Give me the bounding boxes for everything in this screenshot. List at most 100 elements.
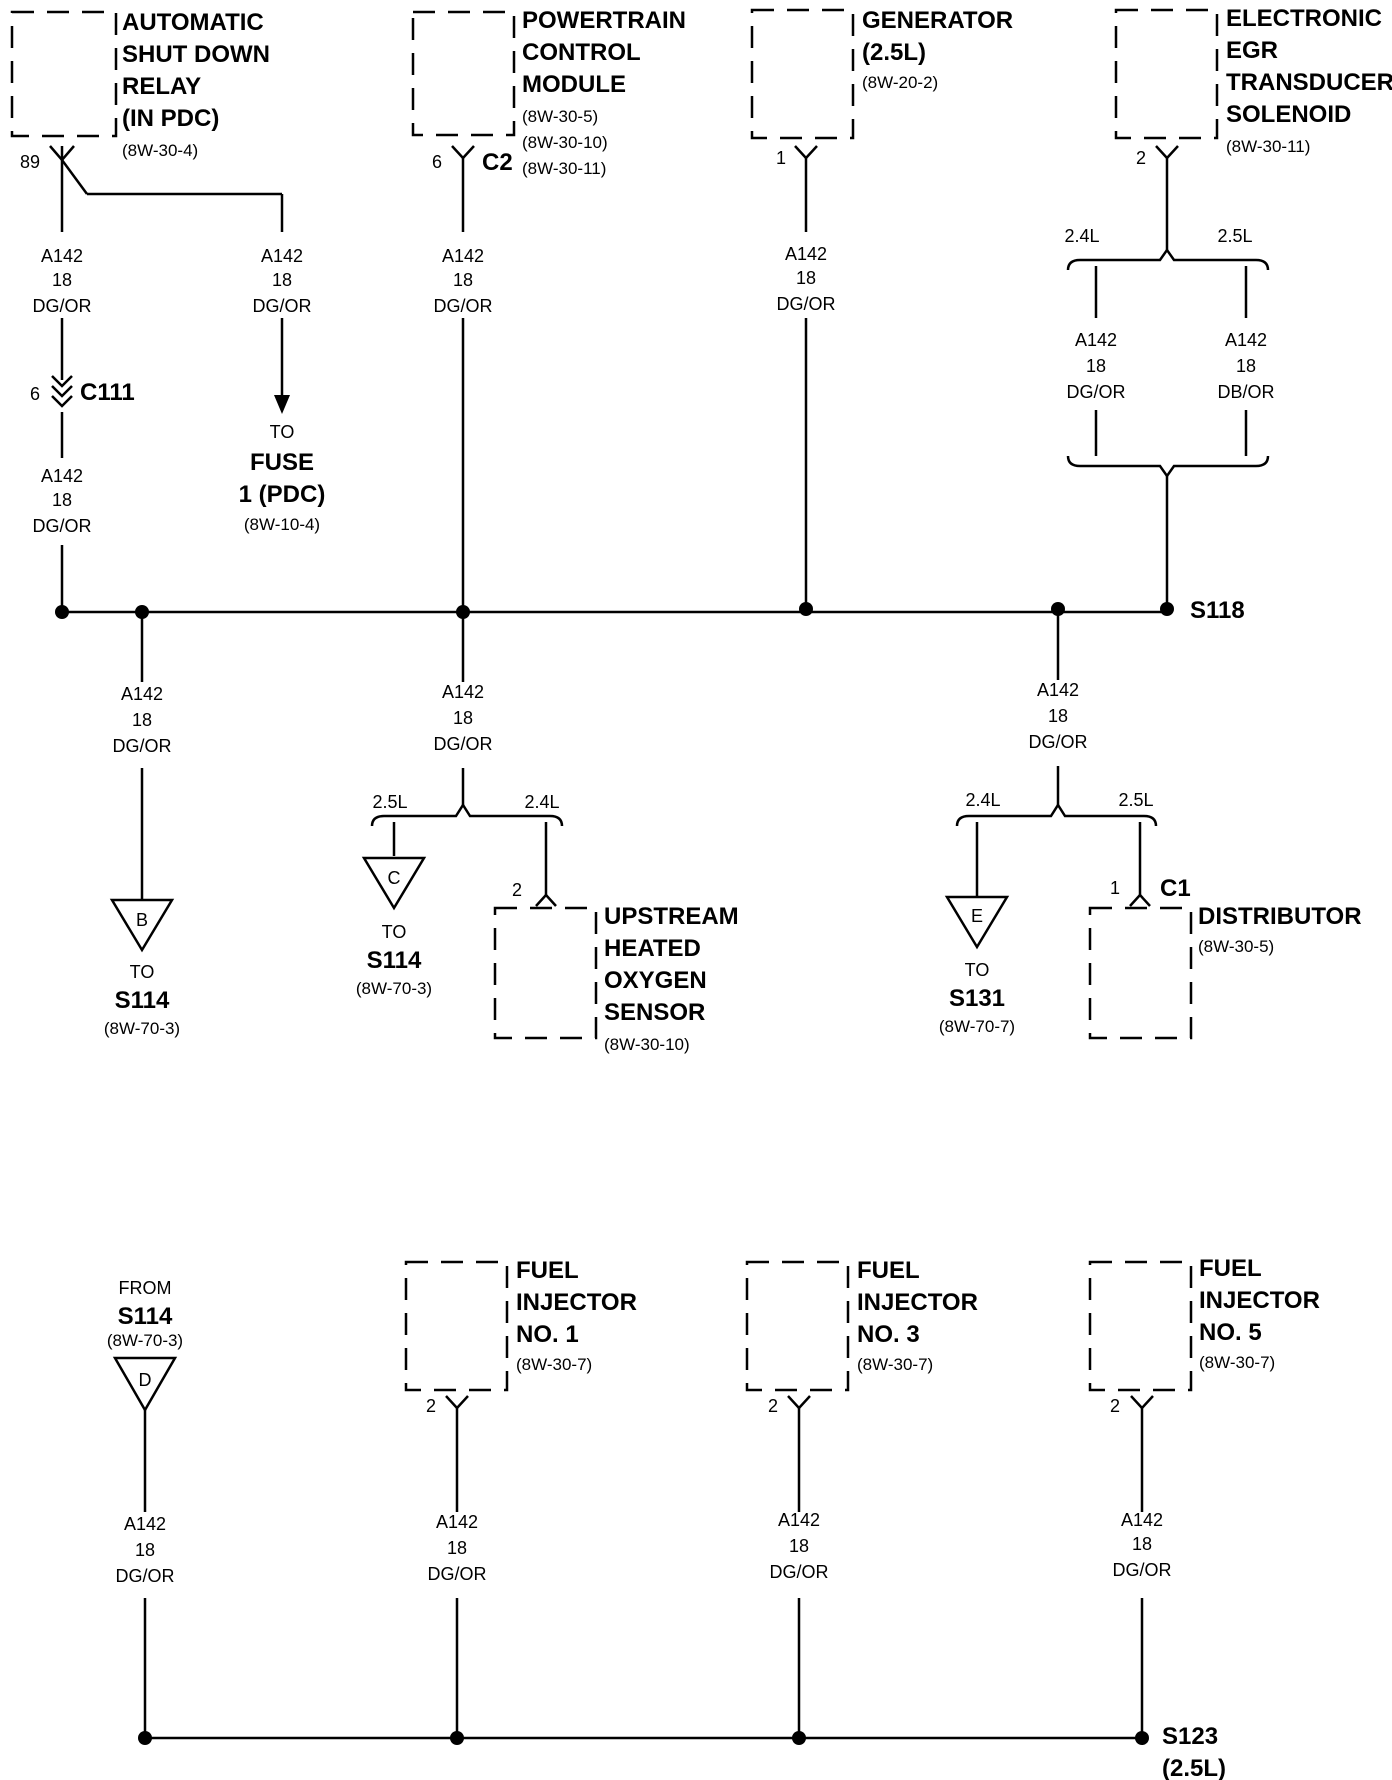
asd-relay-name-4: (IN PDC) bbox=[122, 105, 219, 132]
svg-text:DG/OR: DG/OR bbox=[1112, 1560, 1171, 1580]
dist-branch-label-25: 2.5L bbox=[1118, 790, 1153, 810]
fuse-name-2: 1 (PDC) bbox=[239, 481, 326, 508]
pcm-name-1: POWERTRAIN bbox=[522, 7, 686, 34]
svg-text:18: 18 bbox=[135, 1540, 155, 1560]
o2-pin: 2 bbox=[512, 880, 522, 900]
svg-text:DG/OR: DG/OR bbox=[433, 296, 492, 316]
generator-pin: 1 bbox=[776, 148, 786, 168]
generator-ref: (8W-20-2) bbox=[862, 73, 938, 92]
svg-text:18: 18 bbox=[52, 490, 72, 510]
offpage-c-to: TO bbox=[382, 922, 407, 942]
distributor-ref: (8W-30-5) bbox=[1198, 937, 1274, 956]
injector-1-name-1: FUEL bbox=[516, 1257, 579, 1284]
offpage-d-letter: D bbox=[139, 1370, 152, 1390]
svg-text:A142: A142 bbox=[436, 1512, 478, 1532]
fuse-arrow-icon bbox=[274, 395, 290, 414]
svg-text:A142: A142 bbox=[442, 246, 484, 266]
offpage-d-from: FROM bbox=[119, 1278, 172, 1298]
injector-5-name-2: INJECTOR bbox=[1199, 1287, 1320, 1314]
pcm-ref-1: (8W-30-5) bbox=[522, 107, 598, 126]
injector-3-ref: (8W-30-7) bbox=[857, 1355, 933, 1374]
offpage-e-to: TO bbox=[965, 960, 990, 980]
asd-relay-ref: (8W-30-4) bbox=[122, 141, 198, 160]
injector-3-box bbox=[745, 1260, 850, 1392]
svg-text:18: 18 bbox=[453, 270, 473, 290]
svg-text:18: 18 bbox=[453, 708, 473, 728]
injector-5-ref: (8W-30-7) bbox=[1199, 1353, 1275, 1372]
fuse-ref: (8W-10-4) bbox=[244, 515, 320, 534]
svg-text:DG/OR: DG/OR bbox=[112, 736, 171, 756]
injector-5-pin: 2 bbox=[1110, 1396, 1120, 1416]
egr-label-25: 2.5L bbox=[1217, 226, 1252, 246]
splice-s123-label-1: S123 bbox=[1162, 1723, 1218, 1750]
asd-relay-box bbox=[10, 10, 118, 138]
distributor-box bbox=[1088, 906, 1193, 1040]
egr-label-24: 2.4L bbox=[1064, 226, 1099, 246]
svg-text:DG/OR: DG/OR bbox=[433, 734, 492, 754]
distributor-pin: 1 bbox=[1110, 878, 1120, 898]
svg-text:A142: A142 bbox=[1037, 680, 1079, 700]
egr-pin: 2 bbox=[1136, 148, 1146, 168]
offpage-b-to: TO bbox=[130, 962, 155, 982]
pcm-pin: 6 bbox=[432, 152, 442, 172]
offpage-c-letter: C bbox=[388, 868, 401, 888]
svg-text:DG/OR: DG/OR bbox=[1028, 732, 1087, 752]
svg-text:DG/OR: DG/OR bbox=[769, 1562, 828, 1582]
svg-text:18: 18 bbox=[1132, 1534, 1152, 1554]
o2-ref: (8W-30-10) bbox=[604, 1035, 690, 1054]
generator-name-2: (2.5L) bbox=[862, 39, 926, 66]
offpage-d-icon bbox=[112, 1356, 178, 1413]
svg-text:DG/OR: DG/OR bbox=[32, 516, 91, 536]
svg-text:A142: A142 bbox=[1121, 1510, 1163, 1530]
generator-name-1: GENERATOR bbox=[862, 7, 1013, 34]
svg-text:A142: A142 bbox=[785, 244, 827, 264]
asd-relay-name-2: SHUT DOWN bbox=[122, 41, 270, 68]
injector-1-name-2: INJECTOR bbox=[516, 1289, 637, 1316]
svg-text:18: 18 bbox=[52, 270, 72, 290]
o2-name-2: HEATED bbox=[604, 935, 701, 962]
svg-text:18: 18 bbox=[272, 270, 292, 290]
svg-text:A142: A142 bbox=[778, 1510, 820, 1530]
injector-3-name-2: INJECTOR bbox=[857, 1289, 978, 1316]
svg-text:A142: A142 bbox=[124, 1514, 166, 1534]
offpage-e-ref: (8W-70-7) bbox=[939, 1017, 1015, 1036]
svg-text:DG/OR: DG/OR bbox=[1066, 382, 1125, 402]
egr-ref: (8W-30-11) bbox=[1226, 137, 1310, 156]
svg-text:A142: A142 bbox=[41, 466, 83, 486]
asd-relay-pin: 89 bbox=[20, 152, 40, 172]
o2-branch-label-25: 2.5L bbox=[372, 792, 407, 812]
splice-s118-label: S118 bbox=[1190, 597, 1245, 624]
offpage-c-target: S114 bbox=[367, 947, 422, 974]
injector-3-name-1: FUEL bbox=[857, 1257, 920, 1284]
c111-label: C111 bbox=[80, 379, 135, 406]
pcm-box bbox=[411, 10, 516, 137]
svg-text:A142: A142 bbox=[41, 246, 83, 266]
offpage-d-target: S114 bbox=[118, 1303, 173, 1330]
o2-name-3: OXYGEN bbox=[604, 967, 707, 994]
injector-5-box bbox=[1088, 1260, 1193, 1392]
svg-text:18: 18 bbox=[447, 1538, 467, 1558]
fuse-to: TO bbox=[270, 422, 295, 442]
svg-text:18: 18 bbox=[789, 1536, 809, 1556]
o2-name-1: UPSTREAM bbox=[604, 903, 739, 930]
pcm-ref-2: (8W-30-10) bbox=[522, 133, 608, 152]
svg-text:A142: A142 bbox=[261, 246, 303, 266]
svg-text:A142: A142 bbox=[121, 684, 163, 704]
offpage-b-icon bbox=[109, 898, 175, 953]
offpage-c-ref: (8W-70-3) bbox=[356, 979, 432, 998]
o2-name-4: SENSOR bbox=[604, 999, 705, 1026]
offpage-b-target: S114 bbox=[115, 987, 170, 1014]
svg-text:A142: A142 bbox=[1075, 330, 1117, 350]
pcm-ref-3: (8W-30-11) bbox=[522, 159, 606, 178]
offpage-e-target: S131 bbox=[949, 985, 1005, 1012]
c111-pin: 6 bbox=[30, 384, 40, 404]
pcm-name-3: MODULE bbox=[522, 71, 626, 98]
svg-text:18: 18 bbox=[1236, 356, 1256, 376]
egr-name-1: ELECTRONIC bbox=[1226, 5, 1382, 32]
distributor-name: DISTRIBUTOR bbox=[1198, 903, 1362, 930]
injector-3-name-3: NO. 3 bbox=[857, 1321, 920, 1348]
egr-name-2: EGR bbox=[1226, 37, 1278, 64]
pcm-connector: C2 bbox=[482, 149, 513, 176]
wires bbox=[49, 145, 1270, 1740]
